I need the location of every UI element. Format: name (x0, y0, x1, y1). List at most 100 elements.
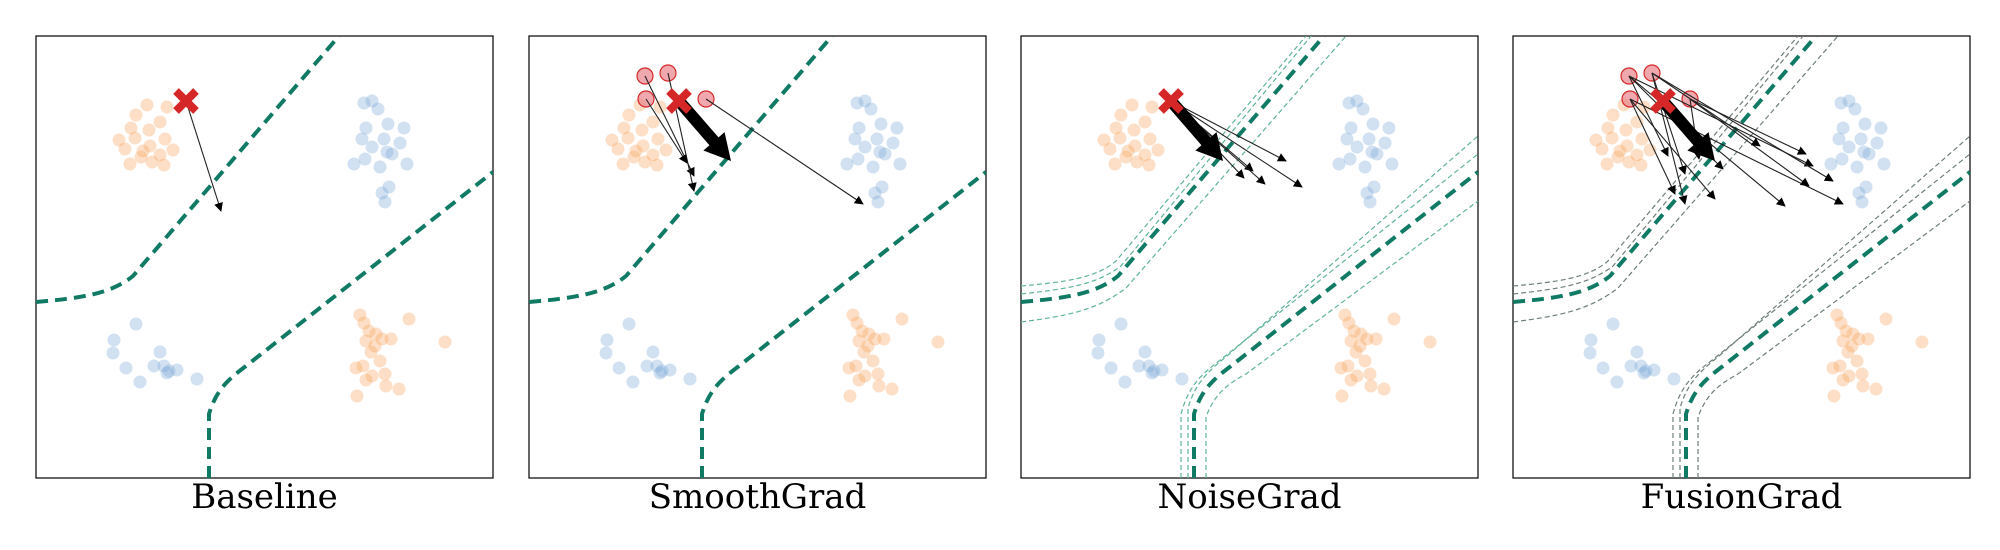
orange-class-point (1097, 133, 1111, 147)
plot-area (1021, 36, 1478, 478)
orange-class-point (1605, 131, 1619, 145)
blue-class-point (874, 117, 888, 131)
orange-class-point (158, 132, 172, 146)
orange-class-point (1114, 108, 1128, 122)
orange-class-point (605, 133, 619, 147)
orange-class-point (1142, 158, 1156, 172)
blue-class-point (1834, 96, 1848, 110)
perturbed-boundary-line (1697, 200, 1970, 478)
orange-class-point (636, 139, 650, 153)
blue-class-point (1637, 366, 1651, 380)
orange-class-point (143, 139, 157, 153)
blue-class-point (599, 346, 613, 360)
orange-class-point (1630, 148, 1644, 162)
gradient-arrow-icon (185, 100, 223, 212)
orange-class-point (1852, 332, 1866, 346)
orange-class-point (1634, 158, 1648, 172)
blue-class-point (381, 117, 395, 131)
blue-class-point (1842, 94, 1856, 108)
orange-class-point (1635, 132, 1649, 146)
orange-class-point (1108, 157, 1122, 171)
orange-class-point (858, 369, 872, 383)
blue-class-point (1842, 140, 1856, 154)
orange-class-point (373, 354, 387, 368)
orange-class-point (931, 335, 945, 349)
orange-class-point (1841, 345, 1855, 359)
orange-class-point (1630, 115, 1644, 129)
orange-class-point (1349, 345, 1363, 359)
panel-caption: SmoothGrad (649, 477, 866, 517)
orange-class-point (136, 144, 150, 158)
blue-class-point (1363, 195, 1377, 209)
orange-class-point (1613, 144, 1627, 158)
orange-class-point (438, 335, 452, 349)
orange-class-point (392, 382, 406, 396)
orange-class-point (872, 379, 886, 393)
blue-class-point (1852, 186, 1866, 200)
blue-class-point (640, 359, 654, 373)
gradient-arrow-icon (645, 98, 688, 164)
gradient-arrow-icon (1651, 72, 1761, 147)
blue-class-point (1382, 121, 1396, 135)
orange-class-point (353, 308, 367, 322)
orange-class-point (128, 131, 142, 145)
orange-class-point (635, 123, 649, 137)
orange-class-point (369, 327, 383, 341)
orange-class-point (868, 332, 882, 346)
gradient-arrow-icon (1628, 75, 1669, 157)
orange-class-point (843, 389, 857, 403)
perturbed-boundary-line (1021, 36, 1347, 323)
blue-class-point (375, 186, 389, 200)
mean-attribution-arrow-icon (674, 97, 731, 161)
orange-class-point (1827, 389, 1841, 403)
blue-class-point (107, 333, 121, 347)
plot-area (36, 36, 493, 478)
blue-class-point (646, 345, 660, 359)
orange-class-point (118, 142, 132, 156)
orange-class-point (1342, 316, 1356, 330)
orange-class-point (378, 367, 392, 381)
orange-class-point (1643, 143, 1657, 157)
perturbed-boundary-line (1205, 200, 1478, 478)
gradient-arrow-icon (705, 98, 864, 205)
blue-class-point (1850, 160, 1864, 174)
orange-class-point (1138, 148, 1152, 162)
orange-class-point (1619, 123, 1633, 137)
perturbed-boundary-line (1513, 36, 1839, 323)
orange-class-point (1377, 382, 1391, 396)
blue-class-point (1104, 361, 1118, 375)
blue-class-point (371, 102, 385, 116)
decision-boundary-line (1192, 170, 1478, 478)
blue-class-point (858, 94, 872, 108)
blue-class-point (347, 157, 361, 171)
blue-class-point (871, 195, 885, 209)
blue-class-point (1343, 152, 1357, 166)
blue-class-point (663, 363, 677, 377)
blue-class-point (1858, 117, 1872, 131)
blue-class-point (655, 364, 669, 378)
blue-class-point (1857, 145, 1871, 159)
orange-class-point (160, 100, 174, 114)
blue-class-point (1624, 359, 1638, 373)
orange-class-point (1855, 367, 1869, 381)
blue-class-point (1344, 121, 1358, 135)
orange-class-point (1601, 121, 1615, 135)
blue-class-point (1848, 102, 1862, 116)
blue-class-point (1877, 157, 1891, 171)
blue-class-point (382, 180, 396, 194)
orange-class-point (124, 121, 138, 135)
orange-class-point (617, 121, 631, 135)
blue-class-point (1356, 102, 1370, 116)
blue-class-point (890, 121, 904, 135)
blue-class-point (1610, 375, 1624, 389)
blue-class-point (1118, 375, 1132, 389)
perturbed-boundary-line (1180, 153, 1478, 478)
orange-class-point (1344, 373, 1358, 387)
orange-class-point (1836, 373, 1850, 387)
orange-class-point (365, 369, 379, 383)
orange-class-point (611, 142, 625, 156)
orange-class-point (1344, 334, 1358, 348)
orange-class-point (357, 316, 371, 330)
orange-class-point (852, 334, 866, 348)
blue-class-point (1114, 317, 1128, 331)
